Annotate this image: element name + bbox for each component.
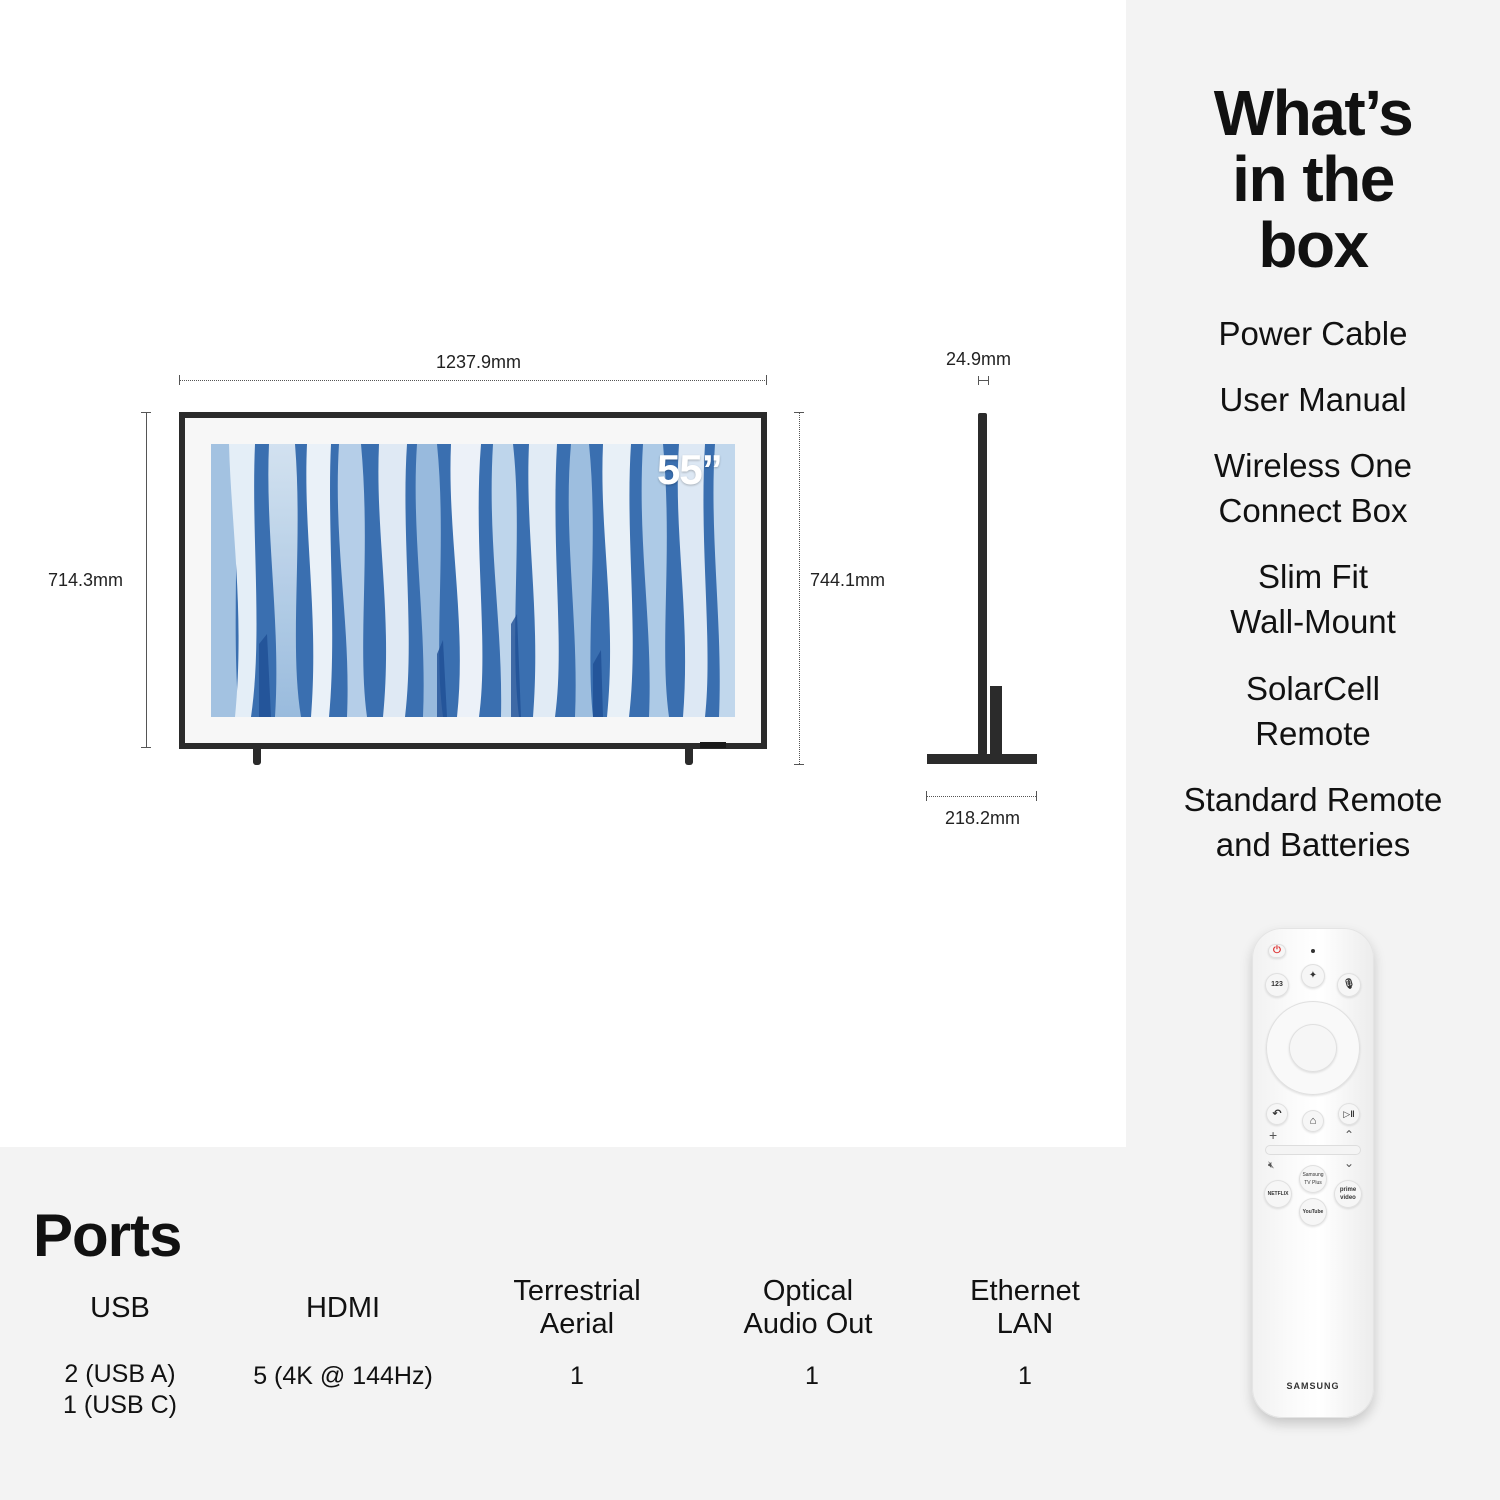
box-item-power-cable: Power Cable (1218, 315, 1408, 352)
port-header-aerial: Terrestrial Aerial (513, 1275, 641, 1340)
mute-icon: 🔇︎ (1268, 1160, 1275, 1171)
tv-panel-height-label: 714.3mm (48, 570, 124, 590)
tv-depth-line (978, 380, 988, 381)
port-value-optical: 1 (805, 1362, 819, 1390)
port-header-hdmi: HDMI (305, 1291, 381, 1324)
back-icon: ↶ (1266, 1103, 1288, 1125)
tv-width-line (179, 380, 767, 381)
tv-artwork (211, 444, 735, 717)
ports-panel: Ports USB HDMI Terrestrial Aerial Optica… (0, 1147, 1126, 1500)
port-header-optical: Optical Audio Out (743, 1275, 873, 1340)
samsung-tv-plus-button: Samsung TV Plus (1299, 1165, 1327, 1193)
box-item-wall-mount: Slim Fit Wall-Mount (1230, 558, 1396, 640)
box-item-user-manual: User Manual (1219, 381, 1407, 418)
tv-width-tick-right (766, 375, 767, 385)
port-header-ethernet: Ethernet LAN (970, 1275, 1080, 1340)
stand-depth-tick-right (1036, 791, 1037, 801)
stand-depth-line (926, 796, 1036, 797)
channel-down-icon: ⌄ (1344, 1156, 1355, 1170)
number-button: 123 (1265, 973, 1289, 997)
ports-title: Ports (33, 1202, 182, 1269)
remote-led (1311, 949, 1315, 953)
tv-total-height-tick-bottom (794, 764, 804, 765)
tv-depth-label: 24.9mm (946, 349, 1012, 369)
tv-total-height-label: 744.1mm (810, 570, 886, 590)
port-value-hdmi: 5 (4K @ 144Hz) (253, 1362, 433, 1390)
youtube-button: YouTube (1299, 1198, 1327, 1226)
volume-up-icon: + (1269, 1127, 1278, 1143)
tv-panel-height-tick-bottom (141, 747, 151, 748)
tv-side-stand-base (927, 754, 1037, 764)
play-pause-icon: ▷‖ (1338, 1103, 1360, 1125)
port-value-ethernet: 1 (1018, 1362, 1032, 1390)
netflix-button: NETFLIX (1264, 1180, 1292, 1208)
rocker-bar (1265, 1145, 1361, 1155)
port-value-aerial: 1 (570, 1362, 584, 1390)
dpad-center (1289, 1024, 1337, 1072)
channel-up-icon: ⌃ (1344, 1128, 1355, 1142)
in-the-box-title: What’s in the box (1213, 77, 1414, 281)
tv-side-stand-post (990, 686, 1002, 756)
tv-foot-right (685, 747, 693, 765)
tv-side-panel (978, 413, 987, 755)
tv-total-height-tick-top (794, 412, 804, 413)
stand-depth-label: 218.2mm (945, 808, 1021, 828)
tv-width-label: 1237.9mm (436, 352, 522, 372)
tv-depth-tick-right (988, 376, 989, 385)
port-value-usb: 2 (USB A) 1 (USB C) (63, 1360, 177, 1419)
box-item-solarcell-remote: SolarCell Remote (1246, 670, 1380, 752)
stand-depth-tick-left (926, 791, 927, 801)
remote-brand: SAMSUNG (1286, 1381, 1340, 1391)
prime-video-button: prime video (1334, 1180, 1362, 1208)
ambient-icon: ✦ (1301, 964, 1325, 988)
tv-width-tick-left (179, 375, 180, 385)
solarcell-remote-image: ⏻ 123 ✦ 🎙 ↶ ⌂ ▷‖ + ⌃ 🔇︎ ⌄ Samsung TV Plu… (1252, 928, 1374, 1418)
power-icon: ⏻ (1268, 944, 1286, 958)
tv-depth-tick-left (978, 376, 979, 385)
dpad-ring (1266, 1001, 1360, 1095)
screen-size-badge: 55” (657, 446, 723, 493)
tv-sensor (700, 742, 726, 748)
tv-total-height-line (799, 412, 800, 764)
tv-foot-left (253, 747, 261, 765)
mic-icon: 🎙 (1337, 973, 1361, 997)
tv-panel-height-tick-top (141, 412, 151, 413)
box-item-standard-remote: Standard Remote and Batteries (1183, 781, 1443, 863)
port-header-usb: USB (90, 1291, 150, 1324)
tv-panel-height-line (146, 412, 147, 748)
tv-front-diagram: 1237.9mm 714.3mm 744.1mm (48, 349, 1037, 828)
box-item-one-connect-box: Wireless One Connect Box (1213, 447, 1413, 529)
home-icon: ⌂ (1302, 1110, 1324, 1132)
